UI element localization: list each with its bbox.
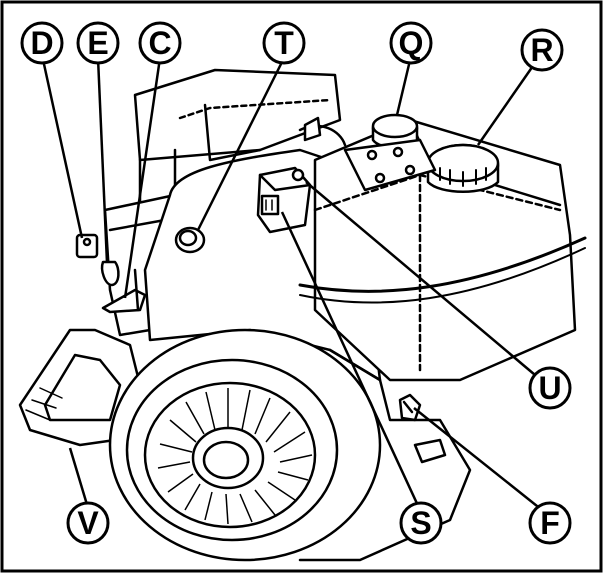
callout-t: T [262,21,306,65]
callout-s: S [399,501,443,545]
callout-f: F [528,501,572,545]
callout-e: E [76,21,120,65]
callout-label: U [538,370,561,406]
callout-markers: D E C T Q R U F [20,21,572,545]
callout-label: F [540,505,560,541]
callout-label: T [274,25,294,61]
callout-label: V [77,505,99,541]
callout-u: U [528,366,572,410]
callout-label: D [30,25,53,61]
leader-lines [40,54,543,511]
callout-label: Q [399,25,424,61]
callout-r: R [520,28,564,72]
callout-c: C [138,21,182,65]
callout-q: Q [389,21,433,65]
callout-v: V [66,501,110,545]
engine-drawing [18,68,587,562]
callout-label: S [410,505,431,541]
callout-label: R [530,32,553,68]
starter-fins [157,388,313,525]
callout-label: C [148,25,171,61]
callout-d: D [20,21,64,65]
callout-label: E [87,25,108,61]
